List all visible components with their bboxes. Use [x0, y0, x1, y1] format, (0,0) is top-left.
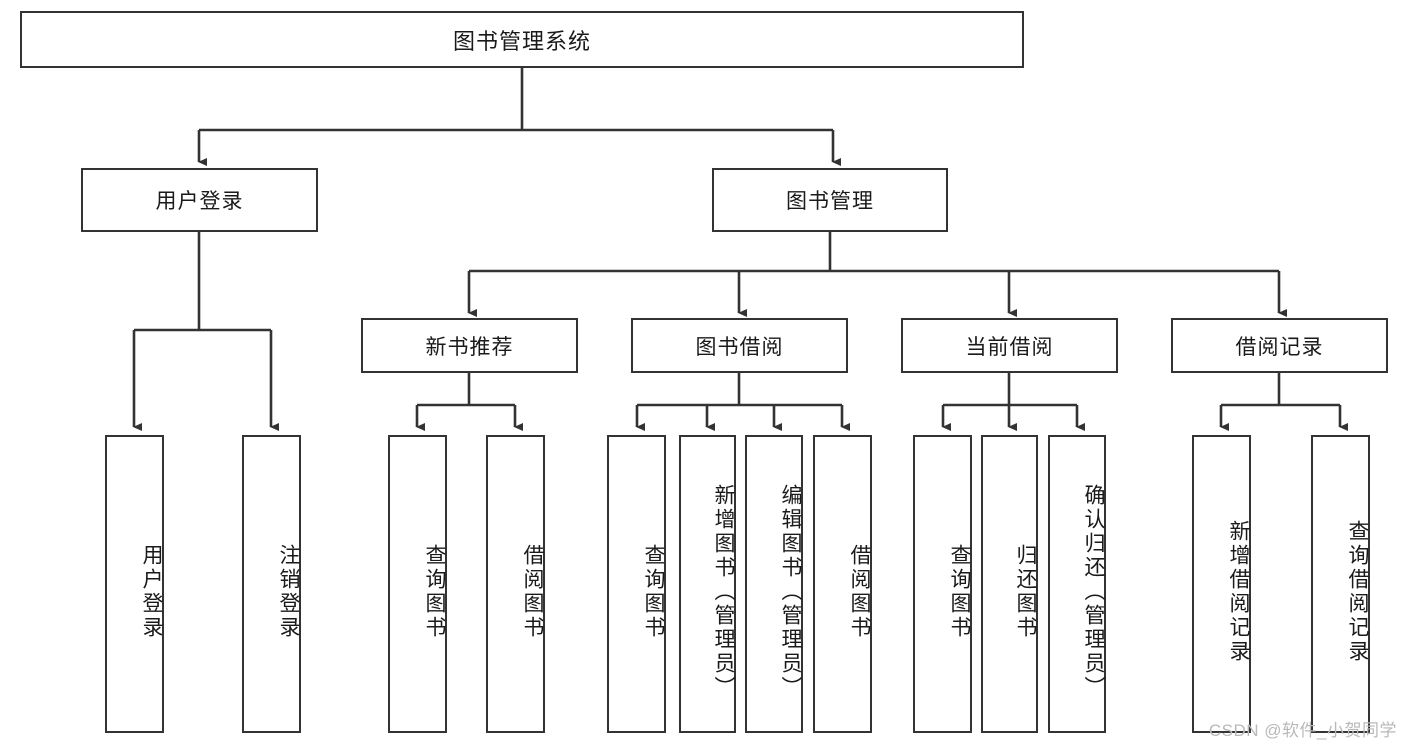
node-label: 图书借阅	[695, 335, 784, 359]
node-label: 新增借阅记录	[1227, 520, 1250, 664]
node-label: 借阅图书	[521, 544, 544, 640]
node-borrow-record[interactable]: 借阅记录	[1171, 318, 1388, 373]
node-label: 查询图书	[948, 544, 971, 640]
leaf-borrow-record-add[interactable]: 新增借阅记录	[1192, 435, 1251, 733]
node-label: 新书推荐	[425, 335, 514, 359]
leaf-current-borrow-query[interactable]: 查询图书	[913, 435, 972, 733]
leaf-user-login-logout[interactable]: 注销登录	[242, 435, 301, 733]
node-label: 注销登录	[277, 544, 300, 640]
node-label: 归还图书	[1014, 544, 1037, 640]
node-label: 当前借阅	[965, 335, 1054, 359]
leaf-borrow-record-query[interactable]: 查询借阅记录	[1311, 435, 1370, 733]
node-label: 图书管理系统	[452, 28, 591, 54]
node-label: 借阅图书	[848, 544, 871, 640]
leaf-book-borrow-query[interactable]: 查询图书	[607, 435, 666, 733]
leaf-book-borrow-edit[interactable]: 编辑图书（管理员）	[745, 435, 803, 733]
leaf-new-book-query[interactable]: 查询图书	[388, 435, 447, 733]
node-label: 图书管理	[786, 190, 874, 213]
leaf-book-borrow-borrow[interactable]: 借阅图书	[813, 435, 872, 733]
node-label: 查询图书	[642, 544, 665, 640]
node-new-book-recommend[interactable]: 新书推荐	[361, 318, 578, 373]
node-root-system[interactable]: 图书管理系统	[20, 11, 1024, 68]
node-label: 查询借阅记录	[1346, 520, 1369, 664]
node-label: 查询图书	[423, 544, 446, 640]
node-label: 编辑图书（管理员）	[779, 484, 802, 700]
node-user-login[interactable]: 用户登录	[81, 168, 318, 232]
node-current-borrow[interactable]: 当前借阅	[901, 318, 1118, 373]
node-label: 用户登录	[155, 190, 244, 213]
leaf-current-borrow-confirm[interactable]: 确认归还（管理员）	[1048, 435, 1106, 733]
node-label: 确认归还（管理员）	[1082, 484, 1105, 700]
node-book-management[interactable]: 图书管理	[712, 168, 948, 232]
leaf-user-login-login[interactable]: 用户登录	[105, 435, 164, 733]
node-label: 借阅记录	[1235, 335, 1324, 359]
watermark-text: CSDN @软件_小贺同学	[1208, 721, 1397, 740]
node-label: 用户登录	[140, 544, 163, 640]
leaf-new-book-borrow[interactable]: 借阅图书	[486, 435, 545, 733]
leaf-current-borrow-return[interactable]: 归还图书	[981, 435, 1038, 733]
node-label: 新增图书（管理员）	[712, 484, 735, 700]
leaf-book-borrow-add[interactable]: 新增图书（管理员）	[679, 435, 736, 733]
node-book-borrow[interactable]: 图书借阅	[631, 318, 848, 373]
